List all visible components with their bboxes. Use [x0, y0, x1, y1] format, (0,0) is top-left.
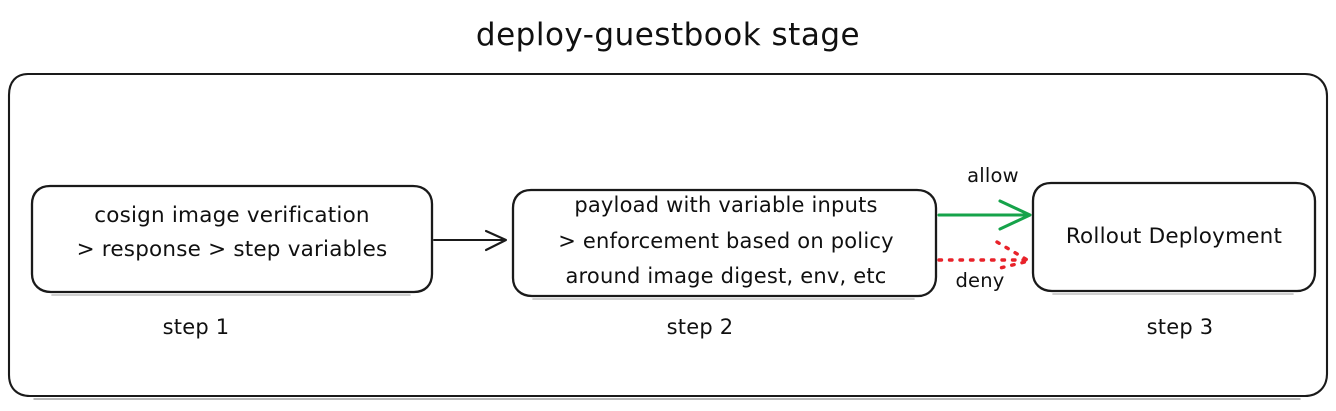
node-step3-step-label: step 3	[1147, 315, 1214, 339]
node-step2-line-3: around image digest, env, etc	[565, 264, 886, 288]
node-step1-line-2: > response > step variables	[77, 237, 388, 262]
edge-step1-step2	[432, 229, 508, 252]
node-step3-line-1: Rollout Deployment	[1066, 224, 1282, 249]
node-step1[interactable]: cosign image verification > response > s…	[30, 184, 434, 296]
edge-step2-step3-deny: deny	[937, 240, 1031, 292]
diagram-title: deploy-guestbook stage	[476, 17, 860, 53]
node-step3[interactable]: Rollout Deployment	[1031, 181, 1317, 295]
node-step2-line-2: > enforcement based on policy	[558, 229, 894, 253]
node-step2[interactable]: payload with variable inputs > enforceme…	[511, 188, 938, 300]
edge-step1-step2-arrowhead	[484, 229, 508, 252]
node-step2-line-1: payload with variable inputs	[574, 193, 877, 217]
edge-step2-step3-allow: allow	[937, 164, 1032, 231]
stage-container-border	[7, 72, 1329, 398]
edge-deny-arrowhead	[994, 240, 1031, 271]
node-step2-border	[511, 188, 938, 298]
edge-allow-arrowhead	[998, 199, 1032, 231]
node-step2-step-label: step 2	[667, 315, 734, 339]
stage-container	[7, 72, 1329, 400]
edge-allow-label: allow	[967, 164, 1019, 187]
node-step1-border	[30, 184, 434, 294]
node-step3-border	[1031, 181, 1317, 293]
node-step1-step-label: step 1	[163, 315, 230, 339]
node-step1-line-1: cosign image verification	[94, 203, 370, 228]
edge-deny-label: deny	[955, 269, 1004, 292]
